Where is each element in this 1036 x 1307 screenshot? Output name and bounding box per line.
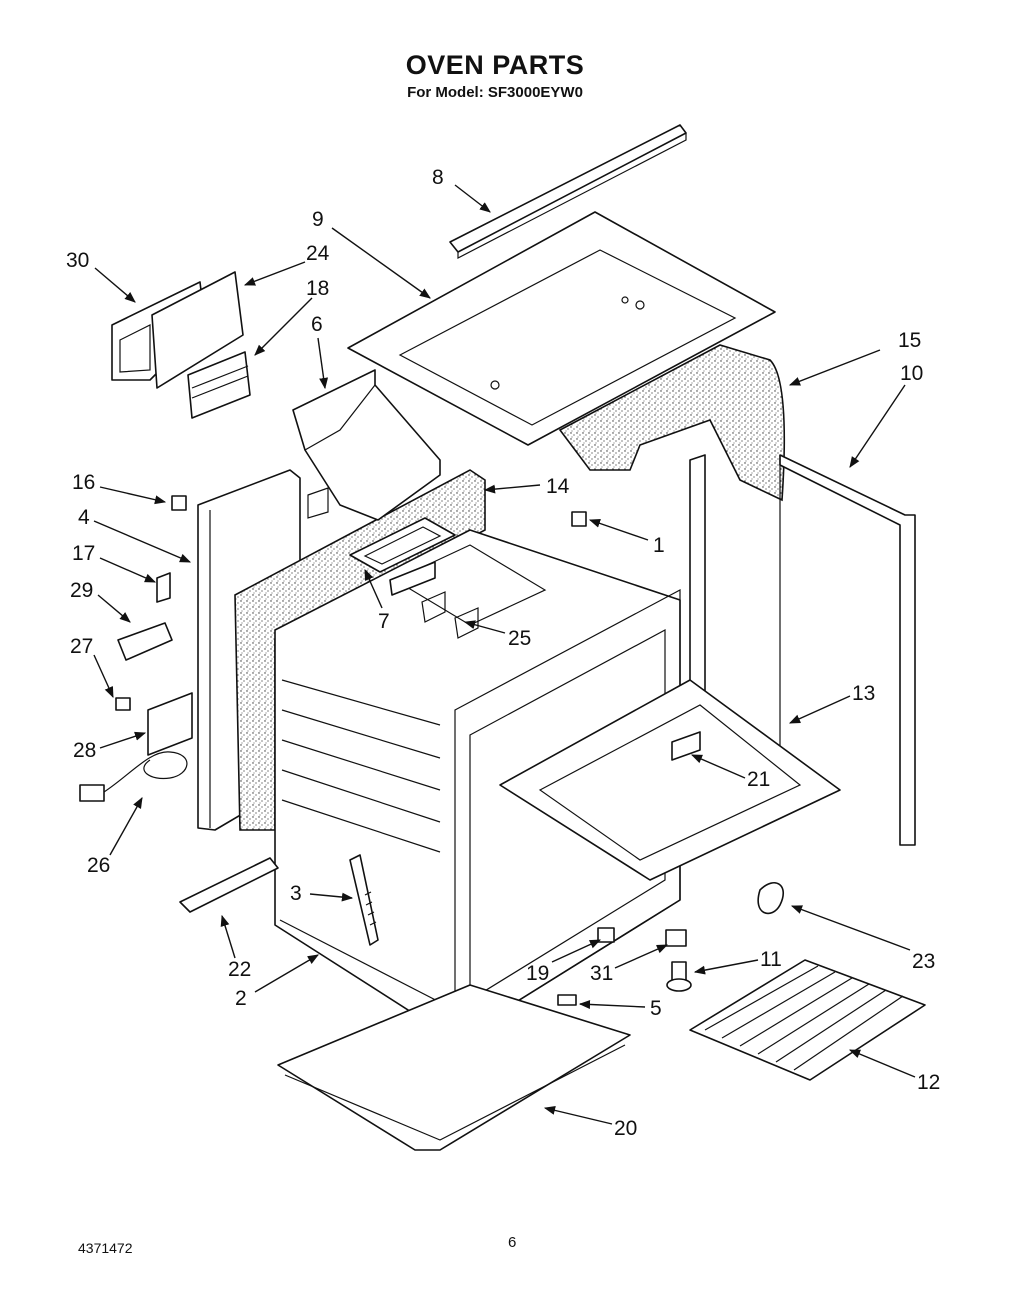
- callout-12: 12: [917, 1071, 940, 1094]
- oven-liner: [274, 529, 681, 1042]
- callout-6: 6: [311, 313, 323, 336]
- callout-18: 18: [306, 277, 329, 300]
- callout-22: 22: [228, 958, 251, 981]
- part-22-bottom-rail: [179, 857, 279, 913]
- callout-4: 4: [78, 506, 90, 529]
- part-15-top-insulation: [558, 344, 786, 502]
- callout-19: 19: [526, 962, 549, 985]
- page-title: OVEN PARTS: [405, 50, 585, 80]
- callout-1: 1: [653, 534, 665, 557]
- part-9-oven-top: [347, 211, 776, 446]
- callout-31: 31: [590, 962, 613, 985]
- part-6-vent-duct: [292, 369, 441, 521]
- part-7-vent-trim: [349, 517, 456, 573]
- callout-8: 8: [432, 166, 444, 189]
- callout-28: 28: [73, 739, 96, 762]
- callout-labels: 8 9 30 24 18 6 15 10 16 14 4 1 17 29 7 2…: [66, 166, 940, 1140]
- callout-21: 21: [747, 768, 770, 791]
- callout-29: 29: [70, 579, 93, 602]
- callout-16: 16: [72, 471, 95, 494]
- callout-23: 23: [912, 950, 935, 973]
- callout-20: 20: [614, 1117, 637, 1140]
- part-25-cover: [389, 561, 479, 639]
- part-8-top-rail: [449, 124, 687, 259]
- part-1-clip: [571, 511, 587, 527]
- callout-30: 30: [66, 249, 89, 272]
- callout-9: 9: [312, 208, 324, 231]
- document-number: 4371472: [78, 1240, 133, 1256]
- leader-lines: [93, 184, 916, 1125]
- part-18-control-knob-panel: [187, 351, 251, 419]
- callout-2: 2: [235, 987, 247, 1010]
- callout-13: 13: [852, 682, 875, 705]
- callout-3: 3: [290, 882, 302, 905]
- part-17-bracket: [156, 572, 171, 603]
- callout-25: 25: [508, 627, 531, 650]
- part-20-drawer-bottom: [277, 984, 631, 1151]
- callout-26: 26: [87, 854, 110, 877]
- part-24-control-housing: [151, 271, 244, 389]
- part-28-plate: [147, 692, 193, 756]
- part-16-clip: [171, 495, 187, 511]
- part-5-screw: [557, 994, 577, 1006]
- callout-14: 14: [546, 475, 570, 498]
- model-subtitle: For Model: SF3000EYW0: [407, 84, 583, 101]
- callout-7: 7: [378, 610, 390, 633]
- part-12-oven-rack: [689, 959, 926, 1081]
- part-31-leveling-bracket: [665, 929, 687, 947]
- part-29-handle-cap: [117, 622, 173, 661]
- part-3-hinge-spring: [349, 854, 379, 946]
- part-27-clip: [115, 697, 131, 711]
- part-26-power-cord: [79, 751, 188, 802]
- callout-10: 10: [900, 362, 923, 385]
- part-23-gasket: [757, 882, 784, 915]
- callout-5: 5: [650, 997, 662, 1020]
- part-13-oven-bottom: [499, 679, 841, 881]
- part-21-bracket: [671, 731, 701, 761]
- callout-15: 15: [898, 329, 921, 352]
- part-11-leveling-leg: [666, 961, 692, 992]
- callout-11: 11: [760, 948, 782, 971]
- page-number: 6: [508, 1234, 517, 1251]
- part-19-clip: [597, 927, 615, 943]
- callout-27: 27: [70, 635, 93, 658]
- callout-17: 17: [72, 542, 95, 565]
- callout-24: 24: [306, 242, 330, 265]
